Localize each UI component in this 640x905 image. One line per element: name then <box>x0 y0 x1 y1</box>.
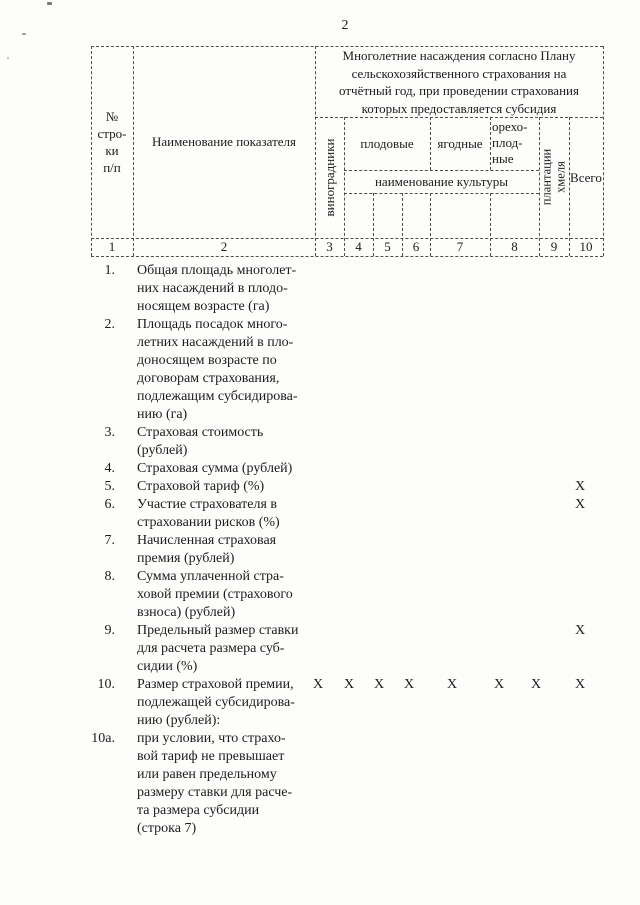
table-border <box>603 46 604 256</box>
list-item: 7. Начисленная страховая премия (рублей) <box>85 532 615 568</box>
item-number: 8. <box>104 569 116 584</box>
list-item: 5. Страховой тариф (%) X <box>85 478 615 496</box>
table-border <box>569 117 570 256</box>
x-mark: X <box>446 677 458 692</box>
scan-artifact <box>7 57 9 59</box>
item-text: Начисленная страховая премия (рублей) <box>137 533 277 566</box>
subheader-culture-name: наименование культуры <box>374 173 509 189</box>
table-border <box>490 117 491 170</box>
item-number: 9. <box>104 623 116 638</box>
table-border <box>315 46 316 256</box>
column-number: 6 <box>412 239 420 254</box>
indicator-list: 1. Общая площадь многолет- них насаждений… <box>85 262 615 838</box>
item-text: Страховой тариф (%) <box>137 479 265 494</box>
list-item: 10а. при условии, что страхо- вой тариф н… <box>85 730 615 838</box>
list-item: 3. Страховая стоимость (рублей) <box>85 424 615 460</box>
table-border <box>430 117 431 170</box>
column-header-indicator-name: Наименование показателя <box>151 134 297 149</box>
list-item: 9. Предельный размер ставки для расчета р… <box>85 622 615 676</box>
x-mark: X <box>493 677 505 692</box>
item-number: 10. <box>97 677 116 692</box>
item-number: 2. <box>104 317 116 332</box>
list-item: 2. Площадь посадок много- летних насажден… <box>85 316 615 424</box>
page-number: 2 <box>341 18 349 33</box>
column-header-hop-plantations: плантации хмеля <box>539 148 568 206</box>
column-number: 1 <box>108 239 116 254</box>
x-mark: X <box>574 497 586 512</box>
table-border <box>91 238 603 239</box>
x-mark: X <box>403 677 415 692</box>
table-border <box>315 117 603 118</box>
x-mark: X <box>373 677 385 692</box>
column-header-vineyards: виноградники <box>321 138 337 217</box>
item-text: Общая площадь многолет- них насаждений в… <box>137 263 297 314</box>
column-header-berry: ягодные <box>437 135 483 151</box>
item-number: 3. <box>104 425 116 440</box>
item-number: 7. <box>104 533 116 548</box>
column-number: 7 <box>456 239 464 254</box>
list-item: 8. Сумма уплаченной стра- ховой премии (с… <box>85 568 615 622</box>
item-text: Страховая сумма (рублей) <box>137 461 293 476</box>
column-header-fruit: плодовые <box>360 135 414 151</box>
table-border <box>402 193 403 256</box>
x-mark: X <box>574 479 586 494</box>
x-mark: X <box>312 677 324 692</box>
item-text: Площадь посадок много- летних насаждений… <box>137 317 298 422</box>
column-number: 4 <box>355 239 362 254</box>
column-number: 9 <box>550 239 558 254</box>
column-number: 10 <box>579 239 593 254</box>
item-number: 5. <box>104 479 116 494</box>
item-text: Сумма уплаченной стра- ховой премии (стр… <box>137 569 293 620</box>
x-mark: X <box>343 677 355 692</box>
item-text: при условии, что страхо- вой тариф не пр… <box>137 731 293 836</box>
header-table: № стро- ки п/п Наименование показателя М… <box>91 46 604 257</box>
column-header-row-number: № стро- ки п/п <box>97 109 127 175</box>
item-text: Размер страховой премии, подлежащей субс… <box>137 677 295 728</box>
column-number: 2 <box>220 239 228 254</box>
item-number: 4. <box>104 461 116 476</box>
scan-artifact <box>47 2 52 5</box>
x-mark: X <box>530 677 542 692</box>
table-border <box>430 193 431 256</box>
column-number: 8 <box>511 239 518 254</box>
table-border <box>344 117 345 256</box>
list-item: 1. Общая площадь многолет- них насаждений… <box>85 262 615 316</box>
item-text: Предельный размер ставки для расчета раз… <box>137 623 299 674</box>
item-number: 10а. <box>91 731 115 746</box>
table-border <box>91 46 92 256</box>
item-number: 1. <box>104 263 116 278</box>
table-border <box>373 193 374 256</box>
column-number: 3 <box>326 239 333 254</box>
item-text: Страховая стоимость (рублей) <box>137 425 264 458</box>
list-item: 6. Участие страхователя в страховании рис… <box>85 496 615 532</box>
table-border <box>344 193 539 194</box>
column-header-total: Всего <box>570 169 602 185</box>
table-border <box>91 256 603 257</box>
table-border <box>133 46 134 256</box>
table-border <box>539 117 540 256</box>
column-number: 5 <box>384 239 391 254</box>
list-item: 4. Страховая сумма (рублей) <box>85 460 615 478</box>
table-border <box>344 170 539 171</box>
item-text: Участие страхователя в страховании риско… <box>137 497 280 530</box>
x-mark: X <box>574 623 586 638</box>
scan-artifact <box>22 33 26 35</box>
item-number: 6. <box>104 497 116 512</box>
table-border <box>490 193 491 256</box>
list-item: 10. Размер страховой премии, подлежащей с… <box>85 676 615 730</box>
table-border <box>91 46 603 47</box>
column-header-nut-bearing: орехо- плод- ные <box>492 119 528 166</box>
span-header-plantings: Многолетние насаждения согласно Плану се… <box>339 48 579 116</box>
x-mark: X <box>574 677 586 692</box>
